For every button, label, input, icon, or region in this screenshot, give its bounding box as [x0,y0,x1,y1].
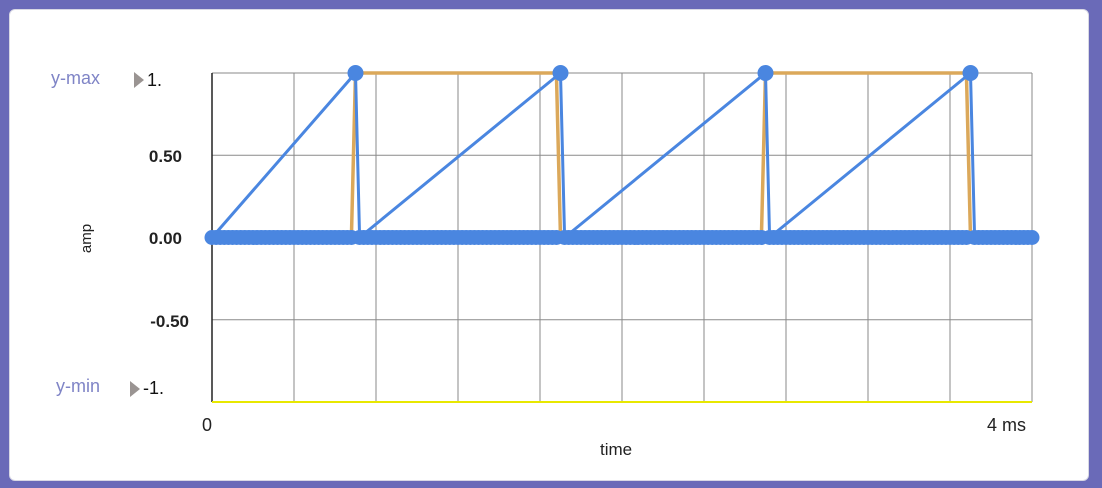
y-tick-label: 0.50 [148,147,182,166]
peak-point [757,65,774,81]
y-tick-label: 0.00 [148,229,182,248]
peak-point [552,65,569,81]
y-max-arrow-icon[interactable] [134,72,144,88]
y-max-label: y-max [51,68,100,88]
x-tick-label-end: 4 ms [987,415,1027,435]
x-axis-label: time [600,440,633,459]
x-tick-label-start: 0 [202,415,213,435]
y-max-value[interactable]: 1. [147,70,163,90]
peak-point [962,65,979,81]
peak-point [347,65,364,81]
y-min-value[interactable]: -1. [143,378,165,398]
y-min-label: y-min [56,376,100,396]
y-tick-label: -0.50 [150,312,189,331]
series-line [210,71,1032,239]
baseline-point [1024,230,1040,245]
y-min-arrow-icon[interactable] [130,381,140,397]
